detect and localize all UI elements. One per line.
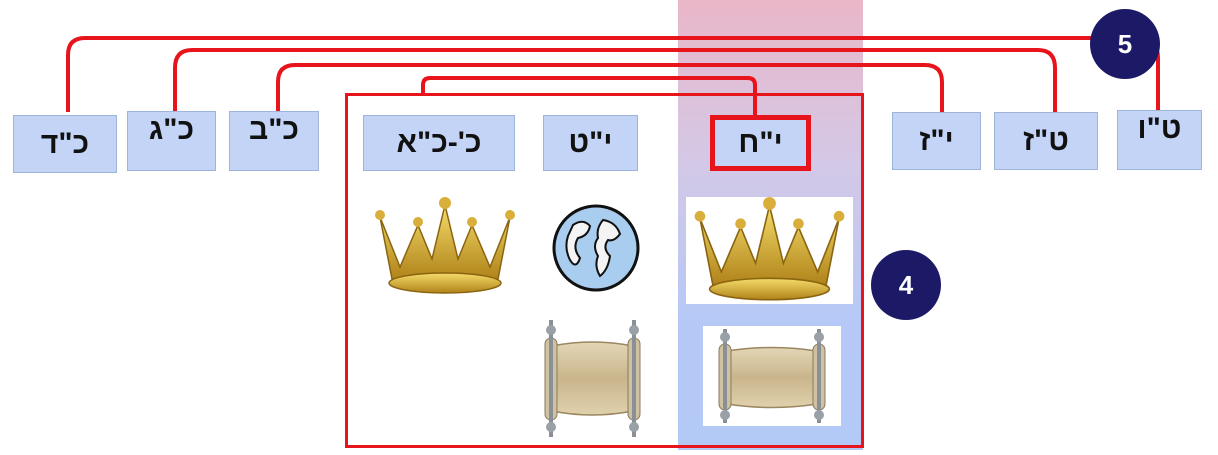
time-box-17[interactable]: י"ז: [892, 112, 981, 170]
connector-second: [173, 48, 1057, 112]
time-box-22[interactable]: כ"ב: [229, 111, 319, 171]
time-box-19[interactable]: י"ט: [543, 115, 638, 171]
time-box-20-21[interactable]: כ'-כ"א: [363, 115, 515, 171]
connector-third: [276, 63, 944, 112]
torah-scroll-icon: [530, 316, 655, 441]
marker-4[interactable]: 4: [871, 250, 941, 320]
crown-icon: [370, 197, 520, 297]
time-box-23[interactable]: כ"ג: [127, 111, 216, 171]
torah-scroll-icon: [703, 326, 841, 426]
time-box-16[interactable]: ט"ז: [994, 112, 1098, 170]
crown-icon: [686, 197, 853, 304]
globe-icon: [548, 200, 644, 296]
group-frame: [345, 93, 864, 448]
time-box-15[interactable]: ט"ו: [1117, 110, 1202, 170]
connector-inner: [421, 76, 757, 115]
time-box-18-selected[interactable]: י"ח: [710, 115, 811, 171]
time-box-24[interactable]: כ"ד: [13, 115, 117, 173]
marker-5[interactable]: 5: [1090, 9, 1160, 79]
